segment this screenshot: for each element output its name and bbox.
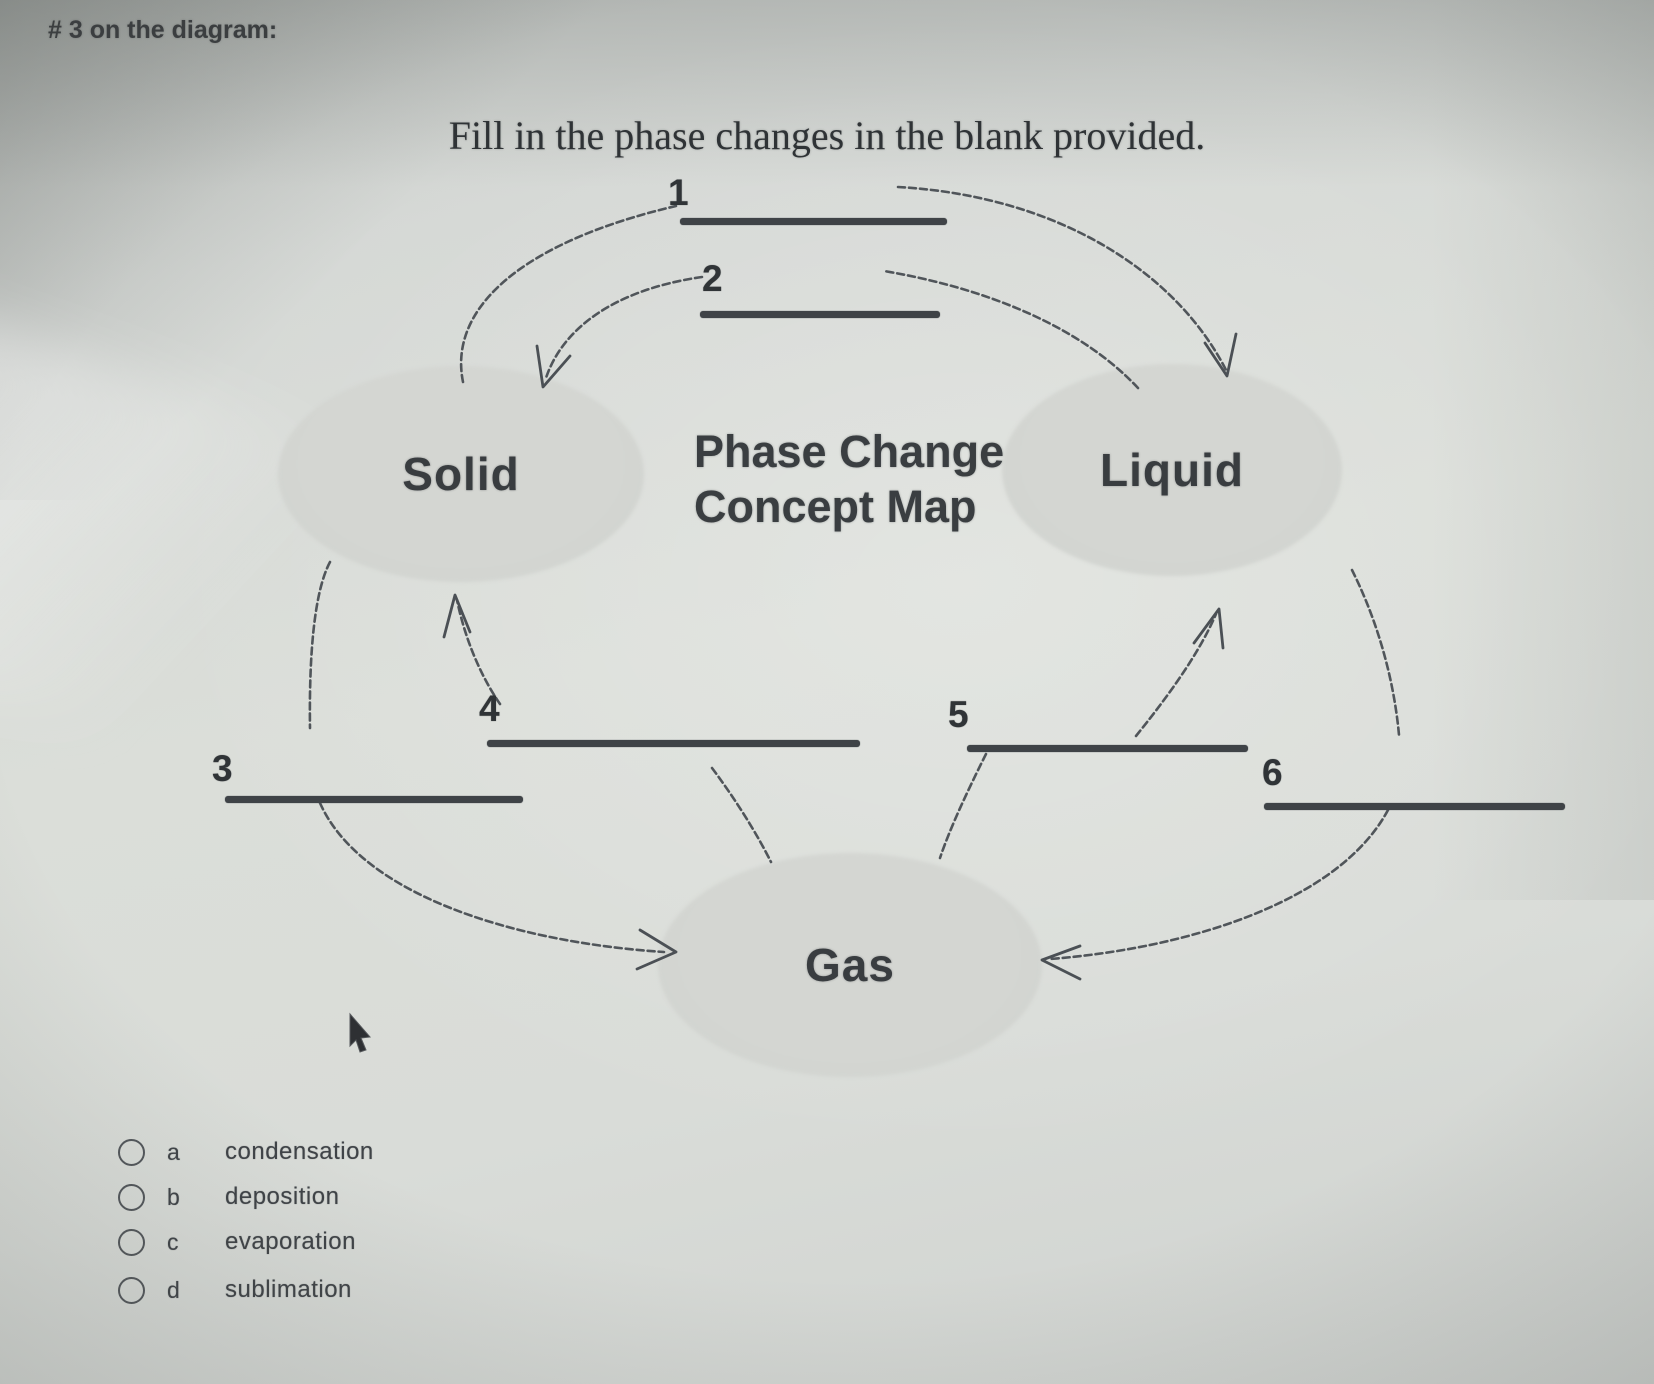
option-row-a[interactable]: a condensation — [118, 1132, 374, 1172]
arrow-6-curve — [1048, 808, 1390, 961]
option-letter-d: d — [167, 1276, 180, 1303]
arrow-2-curve — [544, 275, 704, 380]
blank-line-6 — [1264, 803, 1565, 810]
blank-line-3 — [225, 796, 523, 803]
instruction-text: Fill in the phase changes in the blank p… — [448, 113, 1206, 158]
blank-line-5 — [967, 745, 1248, 752]
diagram-title-line2: Concept Map — [694, 481, 977, 532]
arrow-1-curve — [896, 185, 1228, 372]
blank-number-2: 2 — [702, 258, 723, 299]
liquid-ellipse — [1002, 364, 1342, 576]
arrow-4-curve — [455, 598, 502, 706]
gas-ellipse — [658, 853, 1042, 1077]
radio-option-a[interactable] — [118, 1138, 145, 1166]
arrow-2-head — [535, 344, 572, 389]
mouse-cursor-icon — [349, 1012, 372, 1053]
blank-line-2 — [700, 311, 940, 318]
arrow-6-head — [1040, 944, 1082, 981]
option-letter-a: a — [167, 1138, 180, 1165]
option-row-b[interactable]: b deposition — [118, 1177, 339, 1217]
arrow-3-tail — [308, 560, 332, 730]
arrow-5-head — [1192, 607, 1225, 650]
arrow-4-head — [442, 593, 472, 639]
arrow-6-tail — [1350, 568, 1401, 737]
option-row-d[interactable]: d sublimation — [118, 1270, 352, 1310]
arrow-3-curve — [318, 801, 666, 954]
arrow-5-tail — [938, 752, 988, 860]
arrow-5-curve — [1134, 612, 1218, 738]
blank-number-5: 5 — [948, 694, 969, 735]
option-label-d: sublimation — [225, 1276, 352, 1303]
arrow-1-head — [1203, 332, 1238, 378]
solid-ellipse — [278, 366, 644, 582]
blank-number-3: 3 — [212, 748, 233, 789]
radio-option-d[interactable] — [118, 1276, 145, 1304]
radio-option-c[interactable] — [118, 1228, 145, 1256]
arrow-4-tail — [710, 766, 773, 864]
arrow-2-tail — [882, 269, 1140, 390]
question-header: # 3 on the diagram: — [48, 16, 278, 44]
option-row-c[interactable]: c evaporation — [118, 1222, 356, 1262]
option-label-b: deposition — [225, 1183, 340, 1210]
solid-label: Solid — [402, 448, 520, 500]
arrow-1-tail — [459, 204, 678, 384]
arrow-3-head — [635, 928, 678, 971]
option-letter-b: b — [167, 1183, 180, 1210]
option-label-c: evaporation — [225, 1228, 356, 1255]
gas-label: Gas — [805, 939, 895, 991]
diagram-title-line1: Phase Change — [694, 426, 1005, 477]
diagram-title: Phase Change Concept Map — [694, 424, 1094, 534]
option-label-a: condensation — [225, 1138, 374, 1165]
radio-option-b[interactable] — [118, 1183, 145, 1211]
blank-number-4: 4 — [479, 688, 500, 729]
liquid-label: Liquid — [1100, 444, 1244, 496]
blank-number-1: 1 — [668, 172, 689, 213]
blank-number-6: 6 — [1262, 752, 1283, 793]
blank-line-1 — [680, 218, 947, 225]
option-letter-c: c — [167, 1228, 179, 1255]
blank-line-4 — [487, 740, 860, 747]
